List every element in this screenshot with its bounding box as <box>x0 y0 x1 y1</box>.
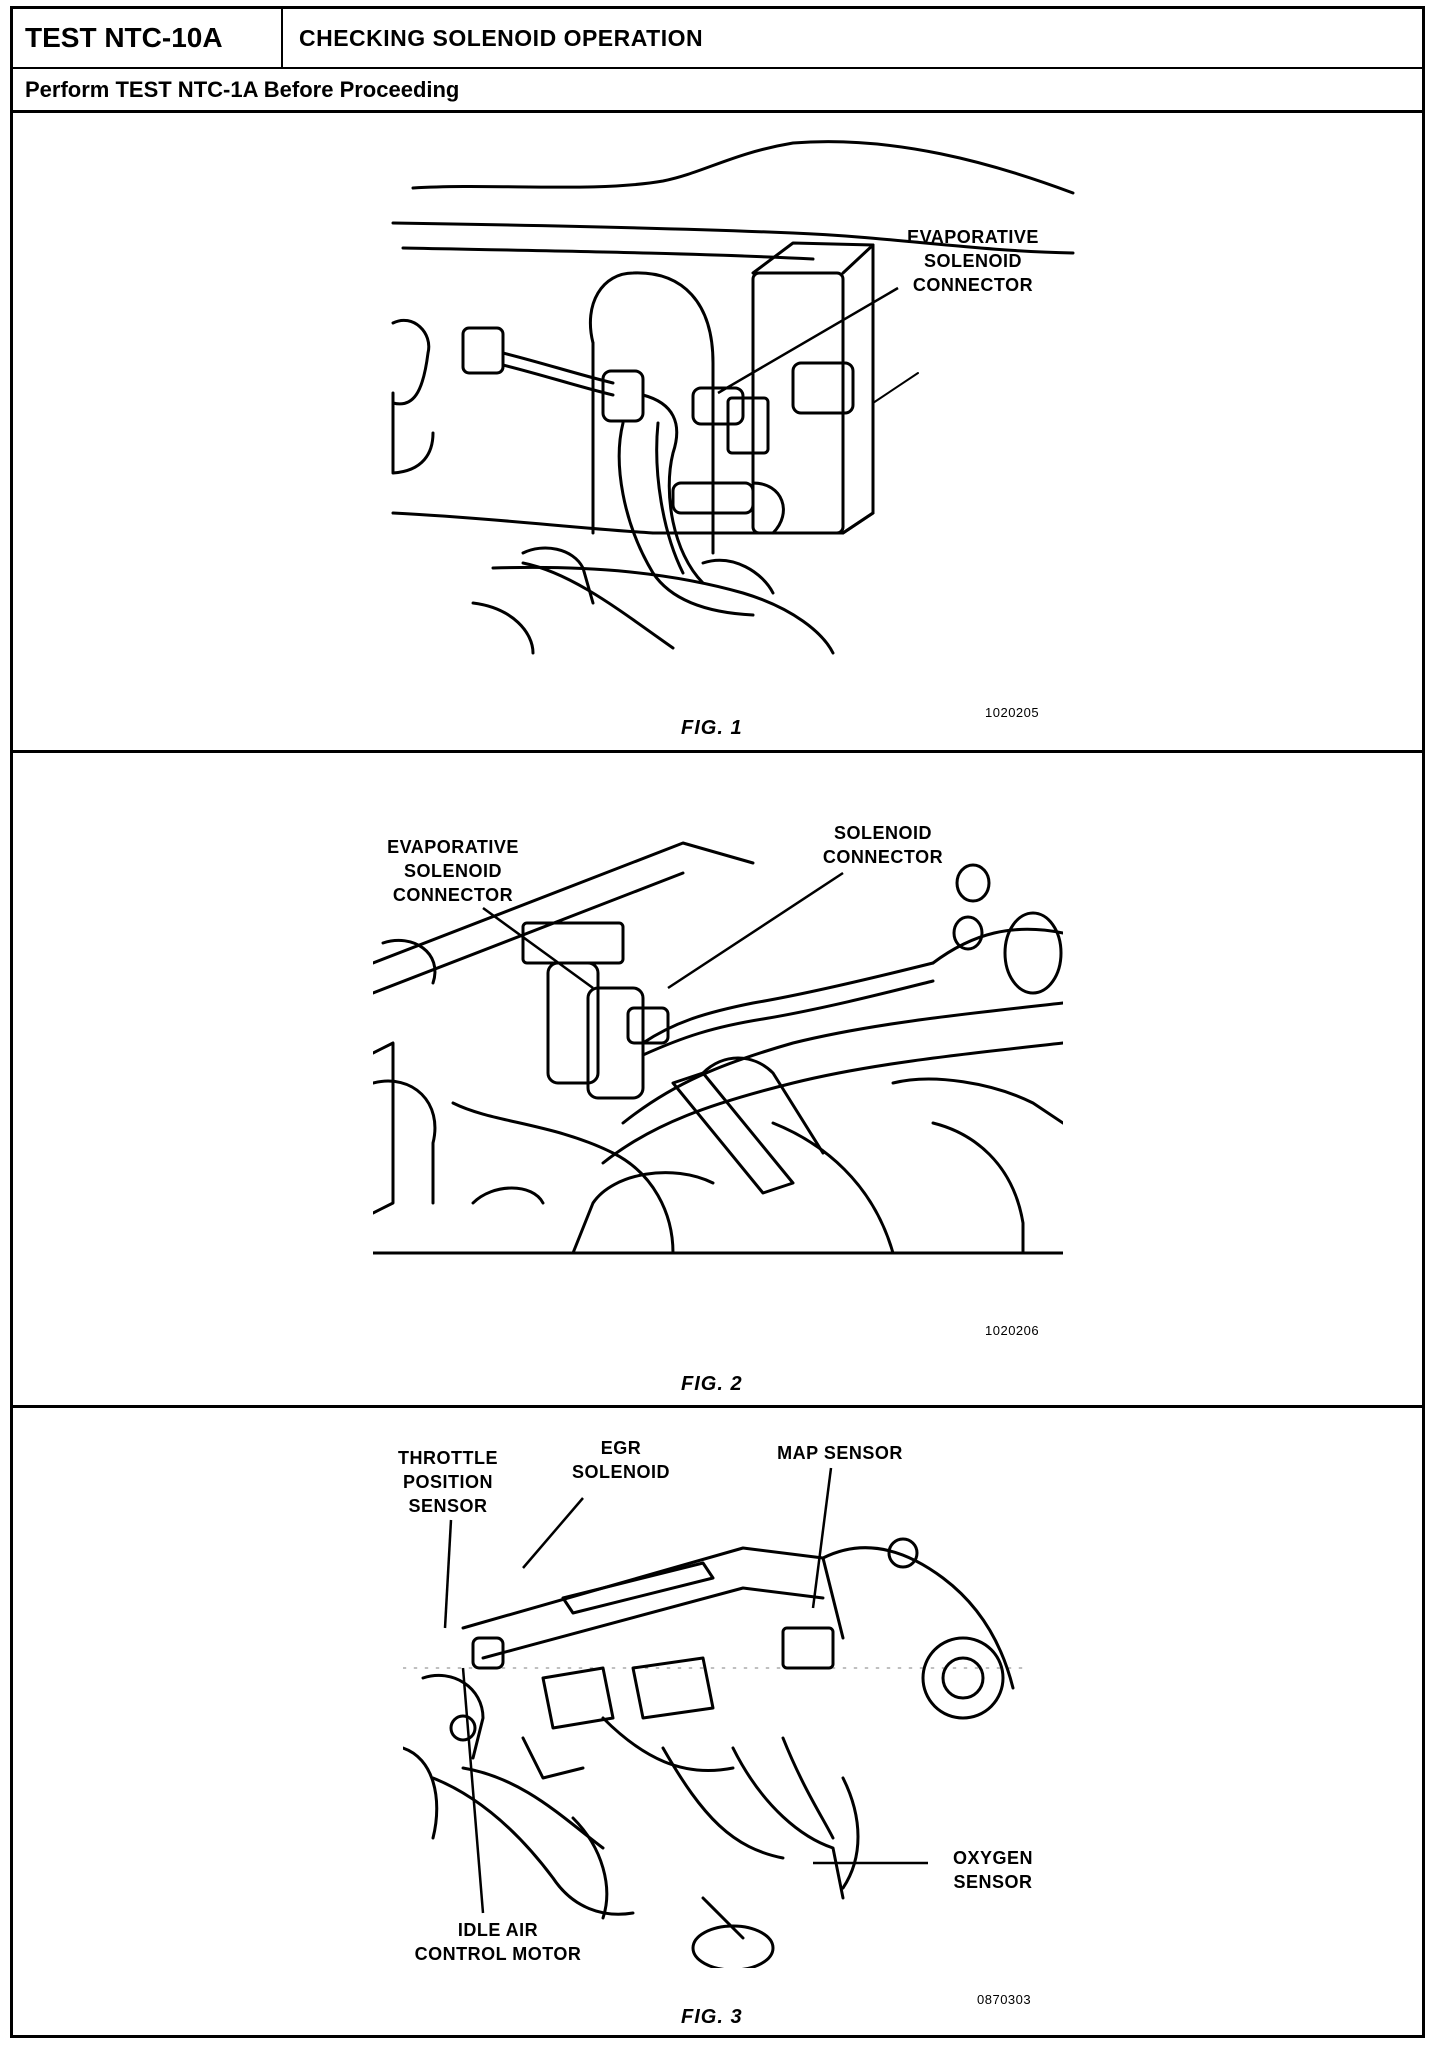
prerequisite-instruction: Perform TEST NTC-1A Before Proceeding <box>13 69 1422 113</box>
figure-number: 1020206 <box>985 1323 1040 1338</box>
figure-panel-3: THROTTLE POSITION SENSOR EGR SOLENOID MA… <box>13 1408 1422 2038</box>
callout-map-sensor: MAP SENSOR <box>777 1443 903 1463</box>
figure-panel-1: EVAPORATIVE SOLENOID CONNECTOR 1020205 F… <box>13 113 1422 753</box>
figure-caption: FIG. 2 <box>681 1373 743 1395</box>
callout-evaporative-solenoid-connector: EVAPORATIVE SOLENOID CONNECTOR <box>387 837 519 905</box>
leader-lines <box>443 1467 928 1914</box>
figure-caption: FIG. 1 <box>681 717 743 739</box>
evaporative-solenoid-illustration <box>391 140 1075 655</box>
figure-caption: FIG. 3 <box>681 2006 743 2028</box>
solenoid-connector-illustration <box>373 841 1063 1255</box>
engine-sensor-locations-illustration <box>403 1537 1023 1968</box>
leader-line <box>717 286 899 395</box>
callout-solenoid-connector: SOLENOID CONNECTOR <box>822 823 944 867</box>
header-row: TEST NTC-10A CHECKING SOLENOID OPERATION <box>13 9 1422 69</box>
page-frame: TEST NTC-10A CHECKING SOLENOID OPERATION… <box>10 6 1425 2038</box>
test-id: TEST NTC-10A <box>13 9 283 67</box>
leader-lines <box>482 871 844 990</box>
callout-idle-air-control-motor: IDLE AIR CONTROL MOTOR <box>414 1920 582 1964</box>
figure-panel-2: EVAPORATIVE SOLENOID CONNECTOR SOLENOID … <box>13 753 1422 1408</box>
callout-oxygen-sensor: OXYGEN SENSOR <box>952 1848 1034 1892</box>
figure-number: 0870303 <box>977 1992 1032 2007</box>
figure-number: 1020205 <box>985 705 1040 720</box>
callout-throttle-position-sensor: THROTTLE POSITION SENSOR <box>398 1448 498 1516</box>
callout-egr-solenoid: EGR SOLENOID <box>571 1438 670 1482</box>
callout-evaporative-solenoid-connector: EVAPORATIVE SOLENOID CONNECTOR <box>907 227 1039 295</box>
page-title: CHECKING SOLENOID OPERATION <box>299 25 704 51</box>
